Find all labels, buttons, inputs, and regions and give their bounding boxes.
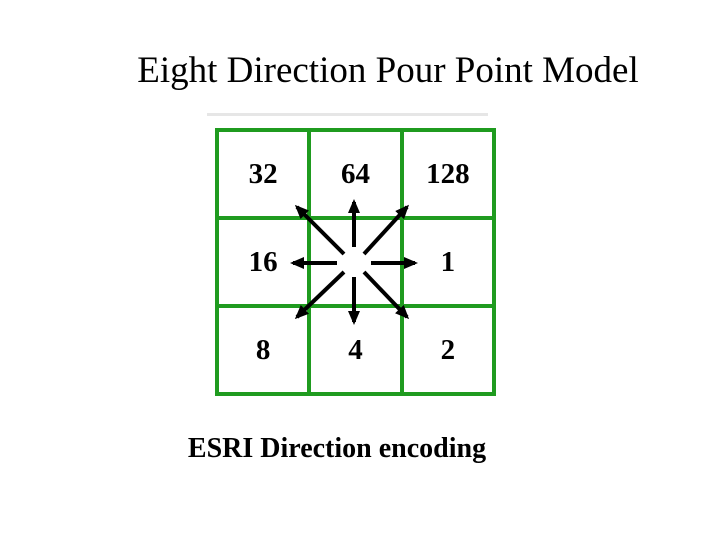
grid-cell-w: 16 xyxy=(219,220,308,304)
grid-cell-ne: 128 xyxy=(403,132,492,216)
faint-artifact-line xyxy=(207,113,488,116)
direction-encoding-grid: 32 64 128 16 1 8 4 2 xyxy=(215,128,496,396)
slide-caption: ESRI Direction encoding xyxy=(187,433,487,464)
grid-cell-center xyxy=(311,220,400,304)
grid-cell-s: 4 xyxy=(311,308,400,392)
grid-cell-sw: 8 xyxy=(219,308,308,392)
grid-cell-se: 2 xyxy=(403,308,492,392)
grid-cell-nw: 32 xyxy=(219,132,308,216)
grid-cell-n: 64 xyxy=(311,132,400,216)
grid-cell-e: 1 xyxy=(403,220,492,304)
slide-title: Eight Direction Pour Point Model xyxy=(137,50,639,91)
